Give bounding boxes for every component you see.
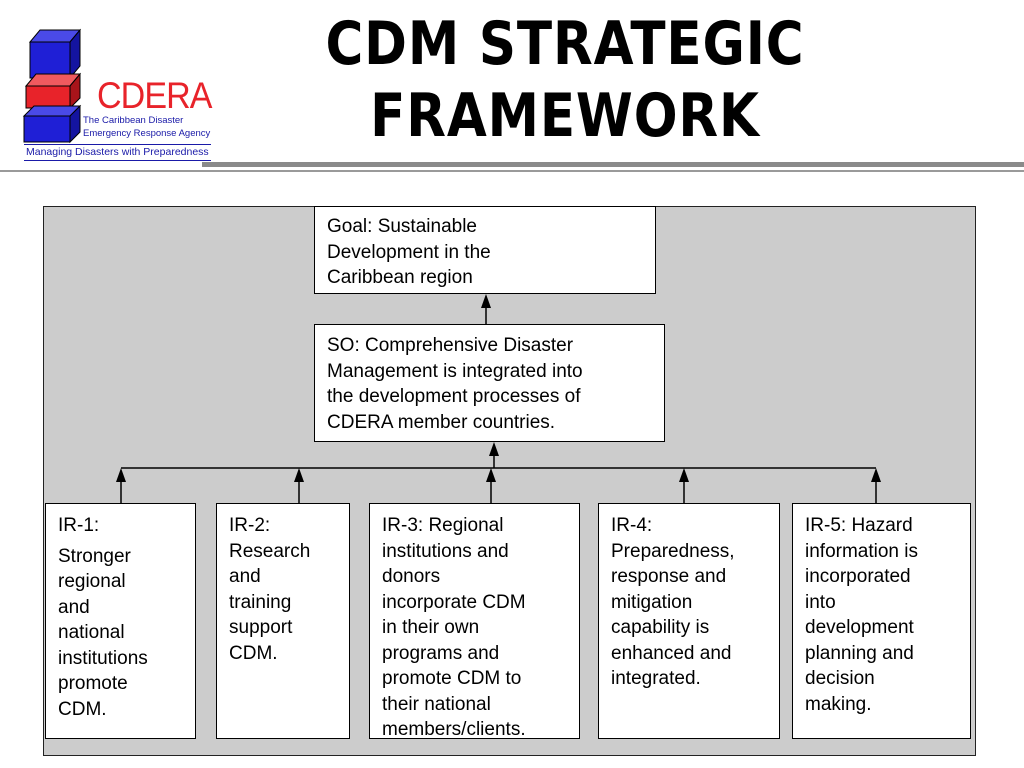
ir3-text: IR-3: Regional institutions and donors i… — [382, 515, 526, 740]
ir1-text: Stronger regional and national instituti… — [58, 545, 148, 720]
page-title: CDM STRATEGIC FRAMEWORK — [260, 8, 871, 152]
logo-subtitle-line1: The Caribbean Disaster — [83, 115, 184, 126]
ir1-label: IR-1: — [58, 515, 100, 536]
ir2-text: IR-2: Research and training support CDM. — [229, 515, 311, 664]
cdera-logo: CDERA The Caribbean Disaster Emergency R… — [0, 0, 212, 165]
logo-cubes-icon — [22, 28, 82, 144]
page-title-line1: CDM STRATEGIC — [325, 9, 805, 79]
logo-subtitle-line2: Emergency Response Agency — [83, 128, 211, 139]
ir5-text: IR-5: Hazard information is incorporated… — [805, 515, 918, 715]
strategic-objective-box: SO: Comprehensive Disaster Management is… — [314, 324, 665, 442]
logo-name: CDERA — [97, 75, 212, 116]
ir4-text: IR-4: Preparedness, response and mitigat… — [611, 515, 735, 689]
ir3-box: IR-3: Regional institutions and donors i… — [369, 503, 580, 740]
ir5-box: IR-5: Hazard information is incorporated… — [792, 503, 971, 739]
title-separator-line — [0, 170, 1024, 172]
goal-box: Goal: Sustainable Development in the Car… — [314, 206, 656, 294]
ir1-box: IR-1: Stronger regional and national ins… — [45, 503, 196, 739]
ir4-box: IR-4: Preparedness, response and mitigat… — [598, 503, 780, 739]
ir2-box: IR-2: Research and training support CDM. — [216, 503, 350, 739]
logo-tagline: Managing Disasters with Preparedness — [24, 144, 211, 161]
goal-text: Goal: Sustainable Development in the Car… — [327, 216, 491, 288]
page-title-line2: FRAMEWORK — [370, 81, 760, 151]
title-separator-bar — [202, 162, 1024, 167]
strategic-objective-text: SO: Comprehensive Disaster Management is… — [327, 335, 583, 433]
